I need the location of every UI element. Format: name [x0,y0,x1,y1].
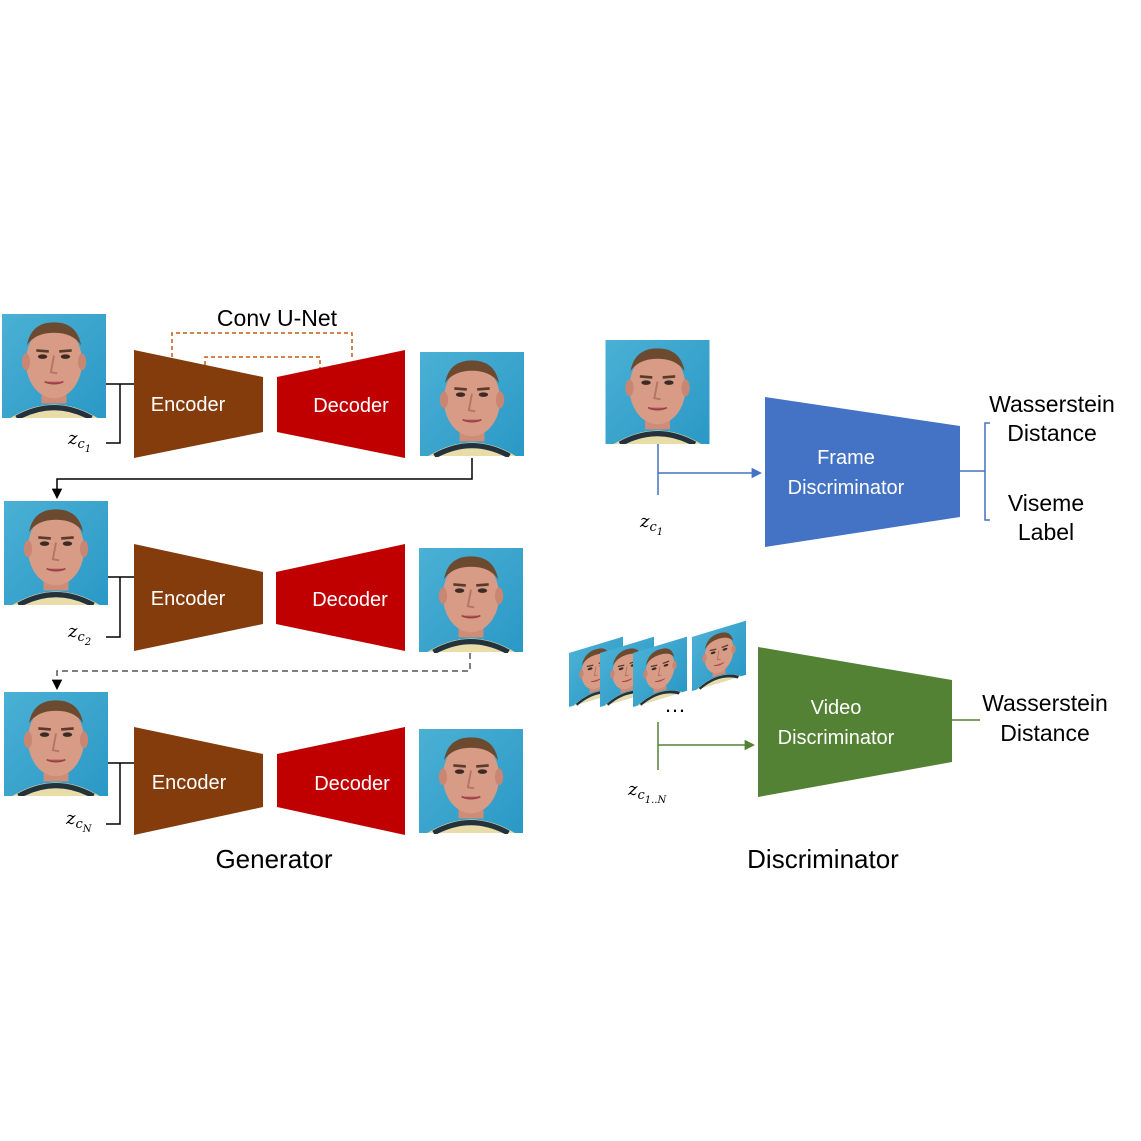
decoder-label: Decoder [314,773,390,795]
latent-z-label: zc1 [67,428,91,455]
output-face-image [419,729,523,833]
video-output-line1: Wasserstein [982,690,1108,716]
svg-text:zcN: zcN [65,808,93,835]
discriminator-caption: Discriminator [747,844,899,874]
generator-caption: Generator [215,844,332,874]
discriminator-section: Frame Discriminator zc1 Wasserstein Dist… [569,340,1115,874]
svg-text:zc1: zc1 [639,511,663,538]
video-latent-z-label: zc1..N [627,779,667,806]
encoder-label: Encoder [151,394,226,416]
video-frame-stack [569,621,746,707]
generator-row-3: Encoder Decoder zcN [4,692,523,835]
encoder-block [134,727,263,835]
decoder-label: Decoder [313,395,389,417]
frame-output-1-line1: Wasserstein [989,391,1115,417]
video-output-line2: Distance [1000,720,1089,746]
svg-text:zc1: zc1 [67,428,91,455]
encoder-block [134,350,263,458]
frame-output-2-line2: Label [1018,519,1074,545]
generator-section: Conv U-Net Encoder Decoder zc1 Encoder D… [2,305,524,874]
encoder-label: Encoder [151,588,226,610]
video-disc-label-1: Video [811,697,862,719]
frame-output-1-line2: Distance [1007,420,1096,446]
decoder-block [277,727,405,835]
frame-output-2-line1: Viseme [1008,490,1084,516]
generator-row-2: Encoder Decoder zc2 [4,501,523,652]
video-disc-label-2: Discriminator [778,727,895,749]
generator-row-1: Encoder Decoder zc1 [2,314,524,458]
unet-skip-connections [171,332,353,372]
frame-discriminator-group: Frame Discriminator zc1 Wasserstein Dist… [606,340,1115,547]
svg-text:zc1..N: zc1..N [627,779,667,806]
video-frame-4 [692,621,746,691]
latent-z-label: zcN [65,808,93,835]
video-input-arrow [657,722,753,770]
input-connector [106,762,134,825]
frame-latent-z-label: zc1 [639,511,663,538]
frame-discriminator-block [765,397,960,547]
decoder-block [276,544,405,651]
decoder-label: Decoder [312,589,388,611]
video-discriminator-group: … Video Discriminator zc1..N Wasserstein… [569,621,1108,806]
input-face-image [2,314,106,418]
unet-label: Conv U-Net [217,305,338,331]
input-face-image [4,501,108,605]
frames-ellipsis: … [664,692,686,717]
frame-disc-label-1: Frame [817,447,875,469]
latent-z-label: zc2 [67,621,91,648]
input-connector [106,383,134,444]
frame-output-bracket [960,422,990,521]
video-discriminator-block [758,647,952,797]
feedback-arrow-1 [51,458,473,500]
input-connector [106,576,134,638]
feedback-arrow-2 [51,653,471,691]
frame-disc-label-2: Discriminator [788,477,905,499]
input-face-image [4,692,108,796]
output-face-image [419,548,523,652]
svg-text:zc2: zc2 [67,621,91,648]
frame-input-face-image [606,340,710,444]
frame-input-arrow [657,444,760,495]
output-face-image [420,352,524,456]
encoder-block [134,544,263,651]
encoder-label: Encoder [152,772,227,794]
decoder-block [277,350,405,458]
